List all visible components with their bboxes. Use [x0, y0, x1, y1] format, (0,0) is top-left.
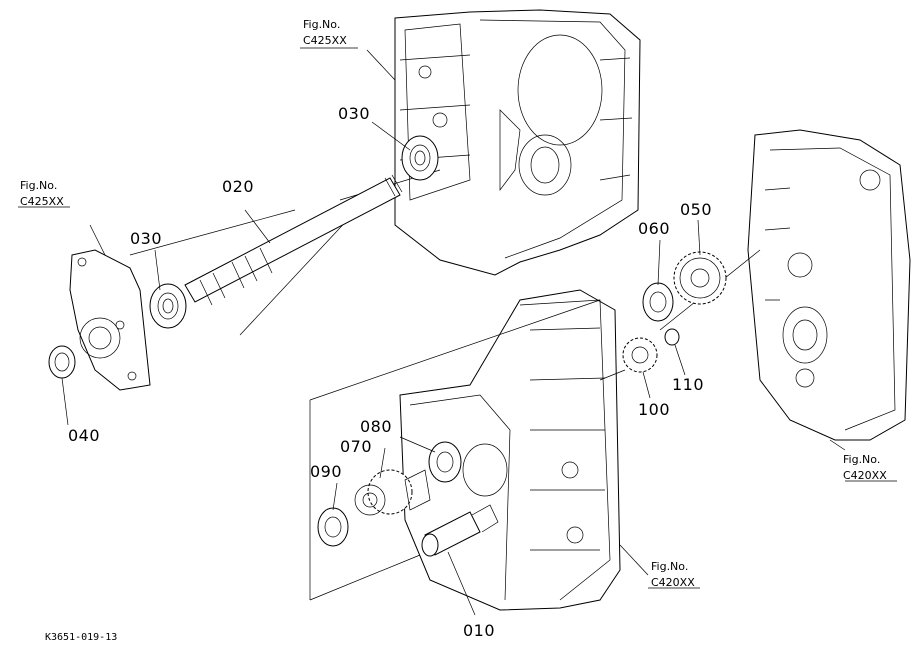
part-070-gear: [354, 469, 431, 516]
figref-right-line1: Fig.No.: [843, 453, 880, 466]
part-label-060: 060: [638, 219, 670, 238]
part-label-030-top: 030: [338, 104, 370, 123]
part-110-circlip: [664, 328, 680, 346]
figref-bottom-line1: Fig.No.: [651, 560, 688, 573]
figref-top-line1: Fig.No.: [303, 18, 340, 31]
leader-lines: [18, 47, 897, 616]
figref-left-line1: Fig.No.: [20, 179, 57, 192]
part-label-090: 090: [310, 462, 342, 481]
part-label-040: 040: [68, 426, 100, 445]
left-cover: [69, 249, 151, 391]
part-090-bearing: [317, 507, 349, 547]
part-020-shaft: [184, 174, 403, 306]
part-label-020: 020: [222, 177, 254, 196]
part-080-bearing: [428, 441, 462, 483]
part-030-bearing-top: [401, 135, 439, 181]
part-label-110: 110: [672, 375, 704, 394]
upper-housing: [394, 9, 641, 276]
figref-right-line2: C420XX: [843, 469, 887, 482]
part-010-sleeve: [421, 504, 499, 557]
right-housing: [747, 129, 911, 441]
part-label-100: 100: [638, 400, 670, 419]
part-040-seal: [48, 345, 76, 379]
part-label-070: 070: [340, 437, 372, 456]
part-label-030-left: 030: [130, 229, 162, 248]
part-050-gear: [673, 251, 727, 305]
part-label-080: 080: [360, 417, 392, 436]
drawing-code: K3651-019-13: [45, 632, 117, 643]
lower-housing: [399, 289, 621, 611]
figref-bottom-line2: C420XX: [651, 576, 695, 589]
part-030-bearing-left: [149, 283, 187, 329]
figref-top-line2: C425XX: [303, 34, 347, 47]
part-label-010: 010: [463, 621, 495, 640]
part-label-050: 050: [680, 200, 712, 219]
figref-left-line2: C425XX: [20, 195, 64, 208]
part-100-gear: [622, 337, 658, 373]
part-060-bearing: [642, 282, 674, 322]
